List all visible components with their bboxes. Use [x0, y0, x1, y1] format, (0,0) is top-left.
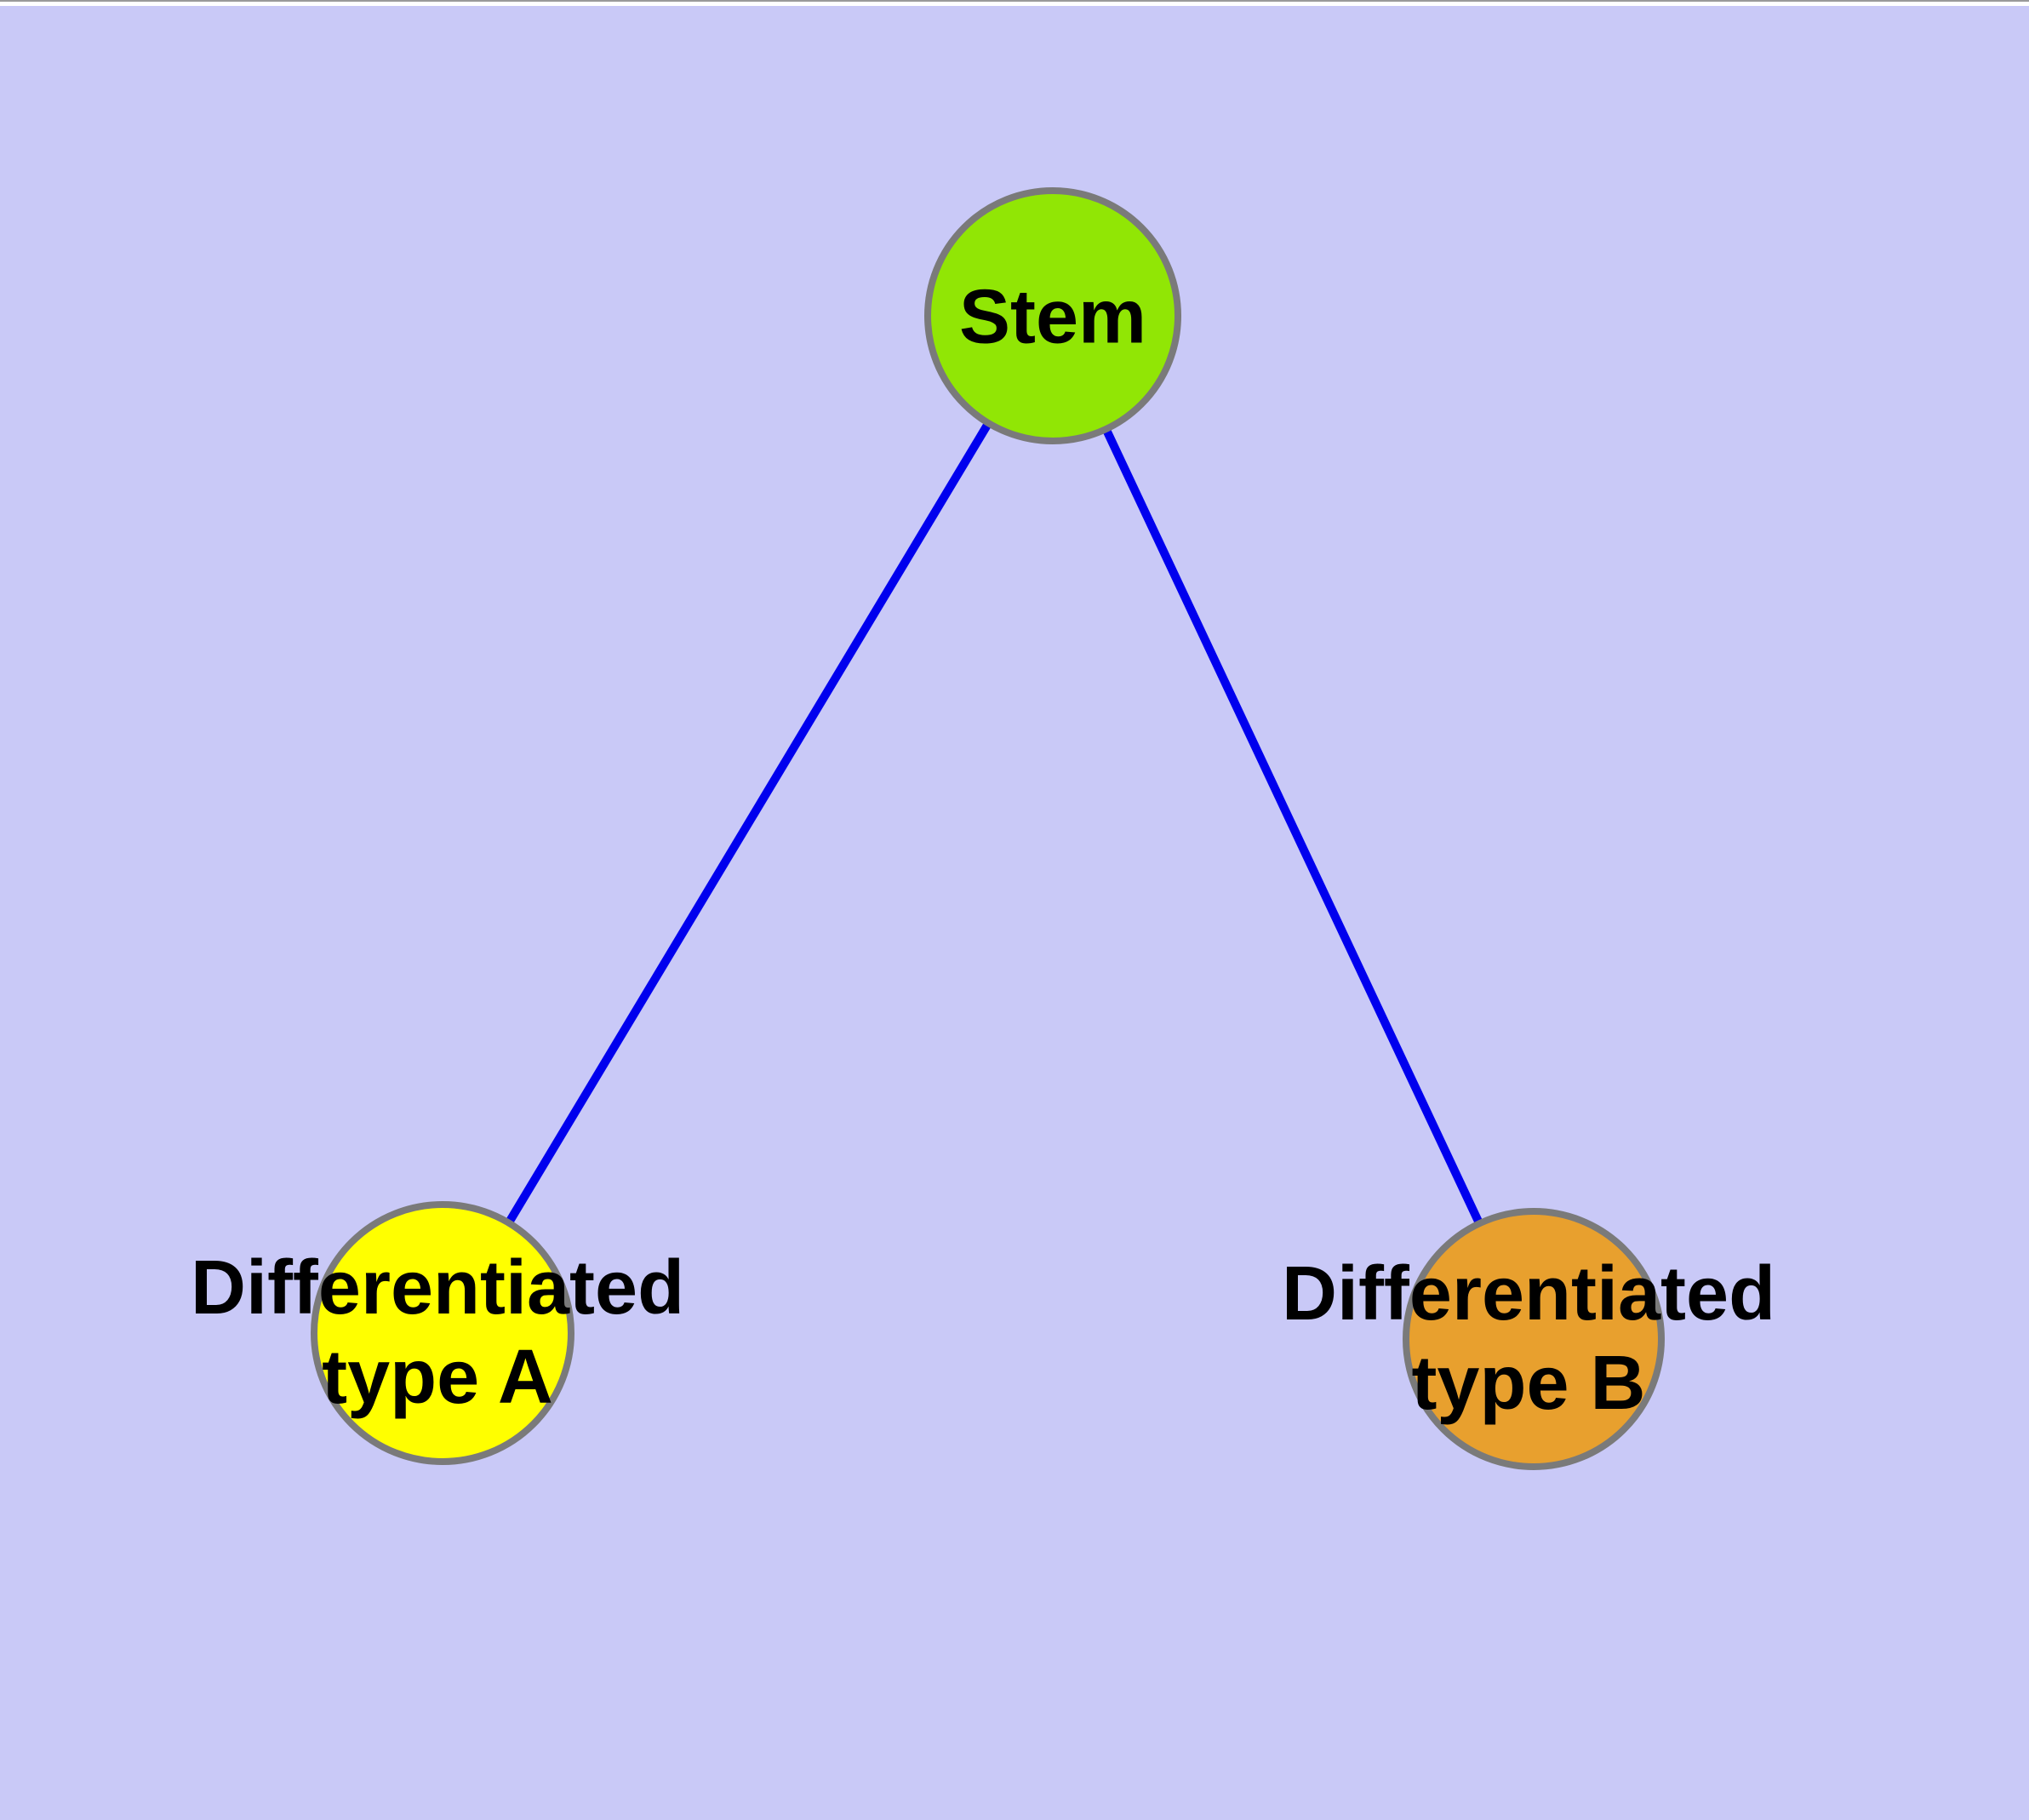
node-typeB-label-line1: Differentiated: [1281, 1251, 1776, 1336]
edge-stem-to-typeA: [438, 313, 1057, 1336]
top-margin-strip: [0, 0, 2029, 6]
edge-stem-to-typeB: [1049, 313, 1538, 1342]
node-typeA-label-line2: type A: [322, 1335, 553, 1420]
node-typeA-circle: [311, 1201, 574, 1465]
node-stem-label: Stem: [958, 274, 1147, 360]
node-stem-circle: [924, 187, 1181, 444]
node-typeA-label-line1: Differentiated: [190, 1245, 685, 1331]
node-typeB-circle: [1403, 1208, 1665, 1470]
node-typeA-label: Differentiated type A: [191, 1244, 684, 1422]
node-typeB-label: Differentiated type B: [1282, 1250, 1775, 1428]
node-typeB-label-line2: type B: [1411, 1341, 1646, 1426]
